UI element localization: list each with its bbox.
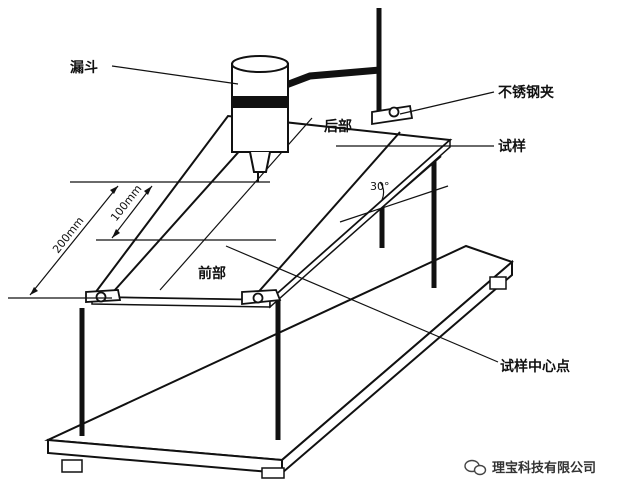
label-funnel: 漏斗: [70, 60, 98, 76]
label-clip: 不锈钢夹: [498, 84, 554, 101]
wechat-logo-icon: [464, 459, 487, 476]
dimension-200: [8, 181, 270, 299]
dimension-100: [96, 185, 276, 241]
watermark: 理宝科技有限公司: [464, 459, 596, 476]
label-rear: 后部: [324, 118, 352, 135]
label-sample: 试样: [498, 138, 526, 155]
watermark-text: 理宝科技有限公司: [492, 460, 596, 476]
clip-front-left: [85, 289, 122, 303]
label-center: 试样中心点: [500, 358, 570, 375]
funnel: [231, 55, 381, 182]
label-dim-200: 200mm: [50, 214, 86, 255]
label-angle: 30°: [370, 180, 390, 193]
clip-front-right: [241, 289, 282, 305]
inclined-plate: [90, 114, 453, 309]
leader-lines: [111, 65, 499, 363]
clip-rear: [371, 104, 414, 126]
angle-marker: [339, 181, 449, 223]
label-front: 前部: [198, 265, 226, 282]
